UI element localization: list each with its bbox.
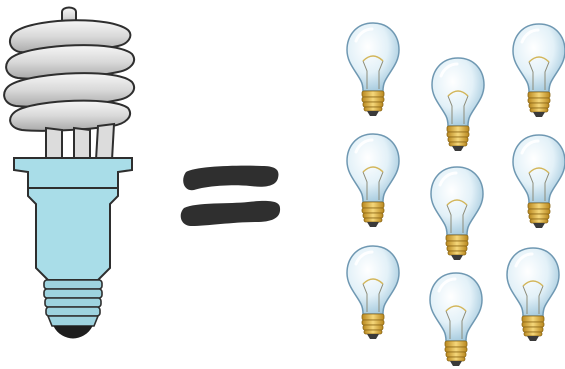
incandescent-bulb-icon <box>513 24 565 117</box>
incandescent-bulb-icon <box>347 23 399 116</box>
incandescent-bulb-icon <box>432 58 484 151</box>
incandescent-bulb-icon <box>513 135 565 228</box>
equals-sign <box>181 166 280 226</box>
incandescent-bulb-group <box>347 23 565 366</box>
equals-bottom-bar <box>181 201 280 226</box>
cfl-coil <box>4 8 134 131</box>
equals-top-bar <box>183 166 278 191</box>
cfl-screw-base <box>44 280 102 326</box>
incandescent-bulb-icon <box>347 134 399 227</box>
cfl-bulb-icon <box>4 8 134 339</box>
incandescent-bulb-icon <box>430 273 482 366</box>
incandescent-bulb-icon <box>431 167 483 260</box>
cfl-tip <box>54 326 92 338</box>
cfl-base <box>28 188 118 280</box>
incandescent-bulb-icon <box>507 248 559 341</box>
incandescent-bulb-icon <box>347 246 399 339</box>
cfl-tube-legs <box>46 124 114 160</box>
cfl-collar <box>14 158 132 188</box>
